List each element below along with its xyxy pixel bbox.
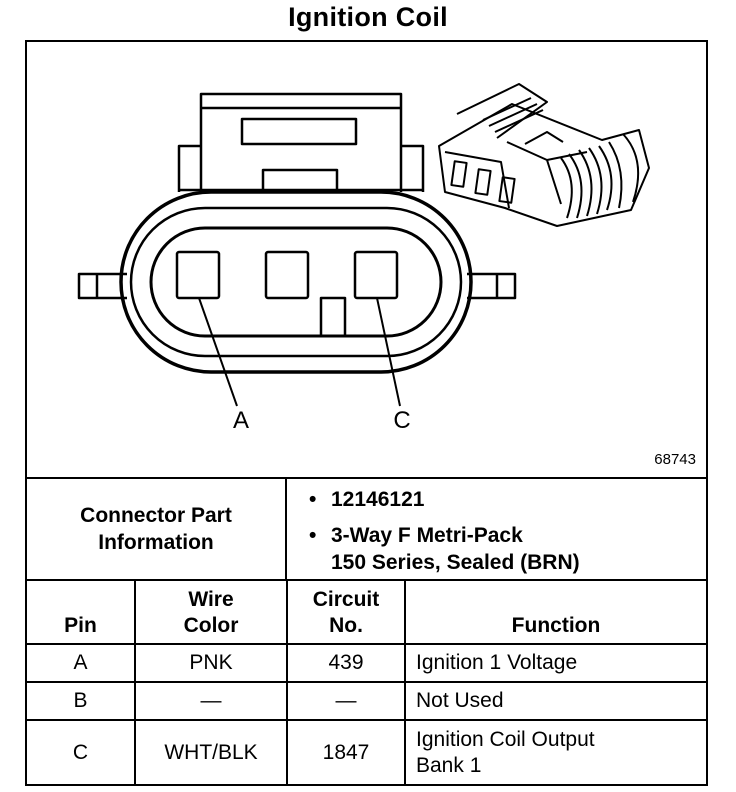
connector-body-inner bbox=[129, 206, 463, 358]
function-cell: Ignition Coil Output Bank 1 bbox=[404, 719, 706, 784]
terminal-b bbox=[264, 250, 310, 300]
connector-info: Connector Part Information • 12146121 • … bbox=[27, 477, 706, 579]
connector-diagram: A C bbox=[77, 83, 650, 434]
header-function: Function bbox=[404, 579, 706, 644]
connector-type: • 3-Way F Metri-Pack bbox=[309, 524, 523, 547]
connector-3d-view bbox=[438, 83, 650, 227]
terminal-a bbox=[175, 250, 221, 300]
page-title: Ignition Coil bbox=[288, 2, 448, 32]
connector-cavity bbox=[149, 226, 443, 338]
bullet-icon: • bbox=[309, 524, 317, 547]
connector-sheet: A C 68743 Connector Part Information • 1… bbox=[25, 40, 708, 786]
table-row: B — — Not Used bbox=[27, 681, 706, 720]
connector-latch bbox=[177, 92, 425, 192]
connector-info-label: Connector Part Information bbox=[27, 479, 287, 579]
terminal-c bbox=[353, 250, 399, 300]
header-pin: Pin bbox=[27, 579, 135, 644]
connector-series: 150 Series, Sealed (BRN) bbox=[331, 551, 580, 574]
figure-number: 68743 bbox=[654, 451, 696, 468]
pin-label-c: C bbox=[393, 407, 410, 434]
leader-a bbox=[198, 297, 238, 407]
table-row: C WHT/BLK 1847 Ignition Coil Output Bank… bbox=[27, 719, 706, 784]
connector-body-outer bbox=[119, 190, 473, 374]
left-ear bbox=[77, 272, 127, 300]
connector-info-details: • 12146121 • 3-Way F Metri-Pack 150 Seri… bbox=[287, 479, 706, 579]
leader-c bbox=[376, 297, 401, 407]
bullet-icon: • bbox=[309, 488, 317, 511]
pin-label-a: A bbox=[233, 407, 249, 434]
table-row: A PNK 439 Ignition 1 Voltage bbox=[27, 643, 706, 682]
right-ear bbox=[467, 272, 517, 300]
keying-tab bbox=[319, 296, 347, 336]
part-number: • 12146121 bbox=[309, 488, 425, 511]
